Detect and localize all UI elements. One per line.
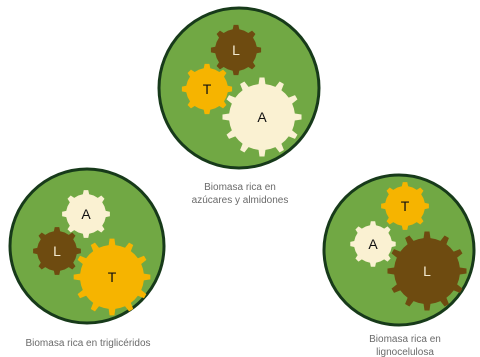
gear-label: T (203, 81, 212, 97)
gear-a: A (222, 77, 302, 157)
gear-label: A (368, 236, 378, 252)
biomass-group-sugars: L T A Biomasa rica en azúcares y almidon… (157, 6, 321, 206)
gear-label: L (423, 263, 431, 279)
group-caption-line: Biomasa rica en triglicéridos (25, 338, 150, 349)
gear-shape (387, 231, 467, 311)
gear-t: T (381, 182, 429, 230)
gear-shape (350, 221, 396, 267)
gear-label: L (232, 42, 240, 58)
gear-shape (222, 77, 302, 157)
biomass-group-triglycerides: A L T Biomasa rica en triglicéridos (8, 167, 166, 349)
gear-a: A (62, 190, 110, 238)
gear-shape (33, 227, 81, 275)
gear-l: L (387, 231, 467, 311)
gear-shape (181, 63, 233, 115)
biomass-group-lignocellulose: T A L Biomasa rica en lignocelulosa (322, 173, 476, 357)
gear-shape (210, 24, 262, 76)
group-caption-line: lignocelulosa (376, 347, 434, 357)
gear-shape (381, 182, 429, 230)
gear-label: L (53, 243, 61, 259)
gear-t: T (73, 238, 151, 316)
gear-shape (73, 238, 151, 316)
gear-shape (62, 190, 110, 238)
gear-label: T (401, 198, 410, 214)
group-caption-line: Biomasa rica en (204, 182, 276, 193)
group-caption-line: azúcares y almidones (192, 195, 289, 206)
gear-t: T (181, 63, 233, 115)
gear-label: A (81, 206, 91, 222)
gear-label: A (257, 109, 267, 125)
gear-l: L (33, 227, 81, 275)
group-caption-line: Biomasa rica en (369, 334, 441, 345)
gear-a: A (350, 221, 396, 267)
gear-l: L (210, 24, 262, 76)
gear-label: T (108, 269, 117, 285)
